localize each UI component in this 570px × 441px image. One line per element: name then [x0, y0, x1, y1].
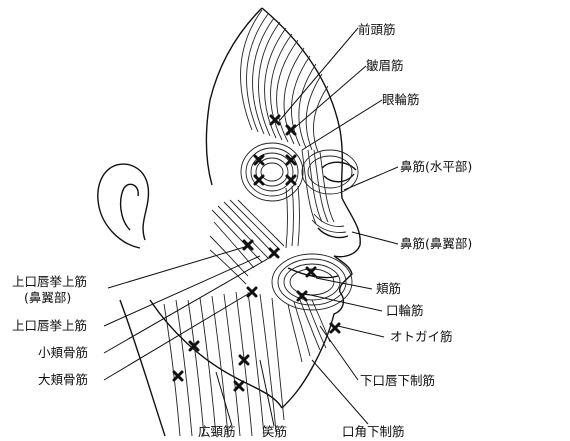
- label-depressor-anguli: 口角下制筋: [342, 424, 405, 439]
- label-frontalis: 前頭筋: [358, 22, 396, 37]
- label-orbicularis-oculi: 眼輪筋: [382, 92, 420, 107]
- x-mark: [233, 380, 245, 392]
- label-risorius: 笑筋: [262, 424, 287, 439]
- label-buccinator: 頬筋: [376, 281, 401, 296]
- x-mark: [246, 286, 258, 298]
- x-mark: [238, 354, 250, 366]
- label-corrugator: 皺眉筋: [366, 58, 404, 73]
- x-mark: [285, 174, 297, 186]
- cheek-fibers: [209, 185, 300, 285]
- label-levator-labii: 上口唇挙上筋: [12, 318, 87, 333]
- label-nasalis-alar: 鼻筋(鼻翼部): [400, 236, 472, 251]
- label-nasalis-transverse: 鼻筋(水平部): [400, 159, 472, 174]
- x-mark: [253, 154, 265, 166]
- x-mark: [329, 322, 341, 334]
- label-levator-labii-alae: 上口唇挙上筋: [12, 274, 87, 289]
- x-mark: [305, 266, 317, 278]
- frontalis-fibers: [240, 9, 329, 153]
- x-mark: [268, 247, 280, 259]
- labels: 前頭筋 皺眉筋 眼輪筋 鼻筋(水平部) 鼻筋(鼻翼部) 頬筋 口輪筋 オトガイ筋…: [12, 22, 472, 439]
- platysma-fibers: [163, 291, 285, 437]
- nasalis-fibers: [301, 149, 347, 233]
- label-levator-labii-alae-sub: (鼻翼部): [24, 290, 71, 305]
- x-mark: [269, 114, 281, 126]
- label-platysma: 広頸筋: [198, 424, 236, 439]
- orbicularis-oculi-fibers: [240, 142, 359, 202]
- x-mark: [285, 124, 297, 136]
- x-mark: [296, 290, 308, 302]
- label-zygomaticus-minor: 小頬骨筋: [38, 345, 88, 360]
- leader-lines: [103, 27, 399, 427]
- label-zygomaticus-major: 大頬骨筋: [38, 372, 88, 387]
- injection-marks: [172, 114, 341, 392]
- label-orbicularis-oris: 口輪筋: [386, 303, 424, 318]
- x-mark: [285, 154, 297, 166]
- x-mark: [188, 340, 200, 352]
- label-mentalis: オトガイ筋: [390, 329, 453, 344]
- x-mark: [242, 239, 254, 251]
- x-mark: [253, 174, 265, 186]
- label-depressor-labii: 下口唇下制筋: [360, 373, 435, 388]
- x-mark: [172, 370, 184, 382]
